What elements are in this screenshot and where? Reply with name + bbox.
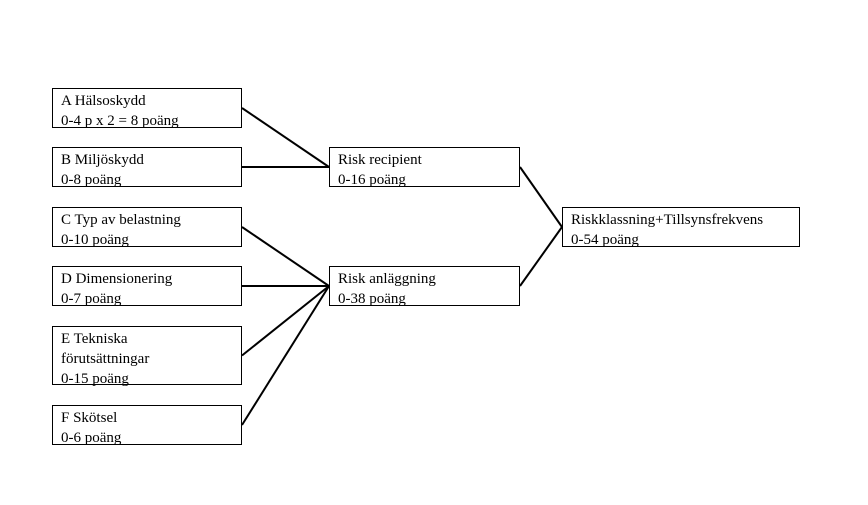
node-d-score: 0-7 poäng [61,291,122,307]
node-a-halsoskydd: A Hälsoskydd 0-4 p x 2 = 8 poäng [52,88,242,129]
node-e-tekniska-forutsattningar: E Tekniska förutsättningar 0-15 poäng [52,326,242,387]
node-riskklassning-tillsynsfrekvens: Riskklassning+Tillsynsfrekvens 0-54 poän… [562,207,800,248]
node-risk-anlaggning: Risk anläggning 0-38 poäng [329,266,520,307]
node-anlaggning-score: 0-38 poäng [338,291,406,307]
node-anlaggning-title: Risk anläggning [338,271,436,287]
node-risk-recipient: Risk recipient 0-16 poäng [329,147,520,188]
node-d-dimensionering: D Dimensionering 0-7 poäng [52,266,242,307]
connector-a-to-recipient [241,107,330,168]
node-e-title: E Tekniska [61,331,128,347]
connector-c-to-anlaggning [241,226,330,287]
node-c-typ-av-belastning: C Typ av belastning 0-10 poäng [52,207,242,248]
node-d-title: D Dimensionering [61,271,173,287]
connector-anlaggning-to-total [519,226,563,287]
connector-f-to-anlaggning [241,285,330,426]
node-b-score: 0-8 poäng [61,172,122,188]
node-b-title: B Miljöskydd [61,152,144,168]
node-total-score: 0-54 poäng [571,232,639,248]
node-f-title: F Skötsel [61,410,118,426]
node-total-title: Riskklassning+Tillsynsfrekvens [571,212,764,228]
node-a-score: 0-4 p x 2 = 8 poäng [61,113,179,129]
node-f-skotsel: F Skötsel 0-6 poäng [52,405,242,446]
node-b-miljoskydd: B Miljöskydd 0-8 poäng [52,147,242,188]
connector-e-to-anlaggning [241,285,330,357]
node-f-score: 0-6 poäng [61,430,122,446]
connector-recipient-to-total [519,166,563,228]
node-recipient-score: 0-16 poäng [338,172,406,188]
node-e-score: 0-15 poäng [61,371,129,387]
node-e-title-cont: förutsättningar [61,351,150,367]
node-c-title: C Typ av belastning [61,212,181,228]
node-a-title: A Hälsoskydd [61,93,146,109]
node-c-score: 0-10 poäng [61,232,129,248]
node-recipient-title: Risk recipient [338,152,422,168]
